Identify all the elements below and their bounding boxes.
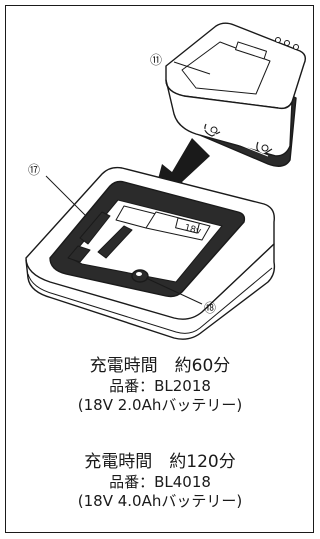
charging-time-label: 充電時間 約120分 bbox=[84, 452, 236, 472]
part-number: 品番：BL2018 bbox=[109, 377, 211, 395]
indicator-leader-line bbox=[145, 277, 203, 305]
battery-spec: (18V 2.0Ahバッテリー) bbox=[77, 396, 243, 414]
indicator-callout: ⑱ bbox=[204, 301, 216, 315]
battery-pack bbox=[165, 22, 307, 167]
charger-illustration: ⑪ 18v ⑰ ⑱ bbox=[25, 22, 307, 340]
battery-voltage-badge: 18v bbox=[183, 223, 202, 237]
charger-slot-callout: ⑰ bbox=[28, 163, 40, 177]
charging-info-block-1: 充電時間 約60分 品番：BL2018 (18V 2.0Ahバッテリー) bbox=[0, 356, 320, 415]
battery-spec: (18V 4.0Ahバッテリー) bbox=[77, 492, 243, 510]
charging-time-label: 充電時間 約60分 bbox=[89, 356, 231, 376]
part-number: 品番：BL4018 bbox=[109, 473, 211, 491]
battery-callout: ⑪ bbox=[150, 53, 162, 67]
charger-base bbox=[25, 166, 276, 340]
battery-leader-line bbox=[173, 61, 211, 75]
slot-leader-line bbox=[45, 175, 87, 217]
charging-info-block-2: 充電時間 約120分 品番：BL4018 (18V 4.0Ahバッテリー) bbox=[0, 452, 320, 511]
